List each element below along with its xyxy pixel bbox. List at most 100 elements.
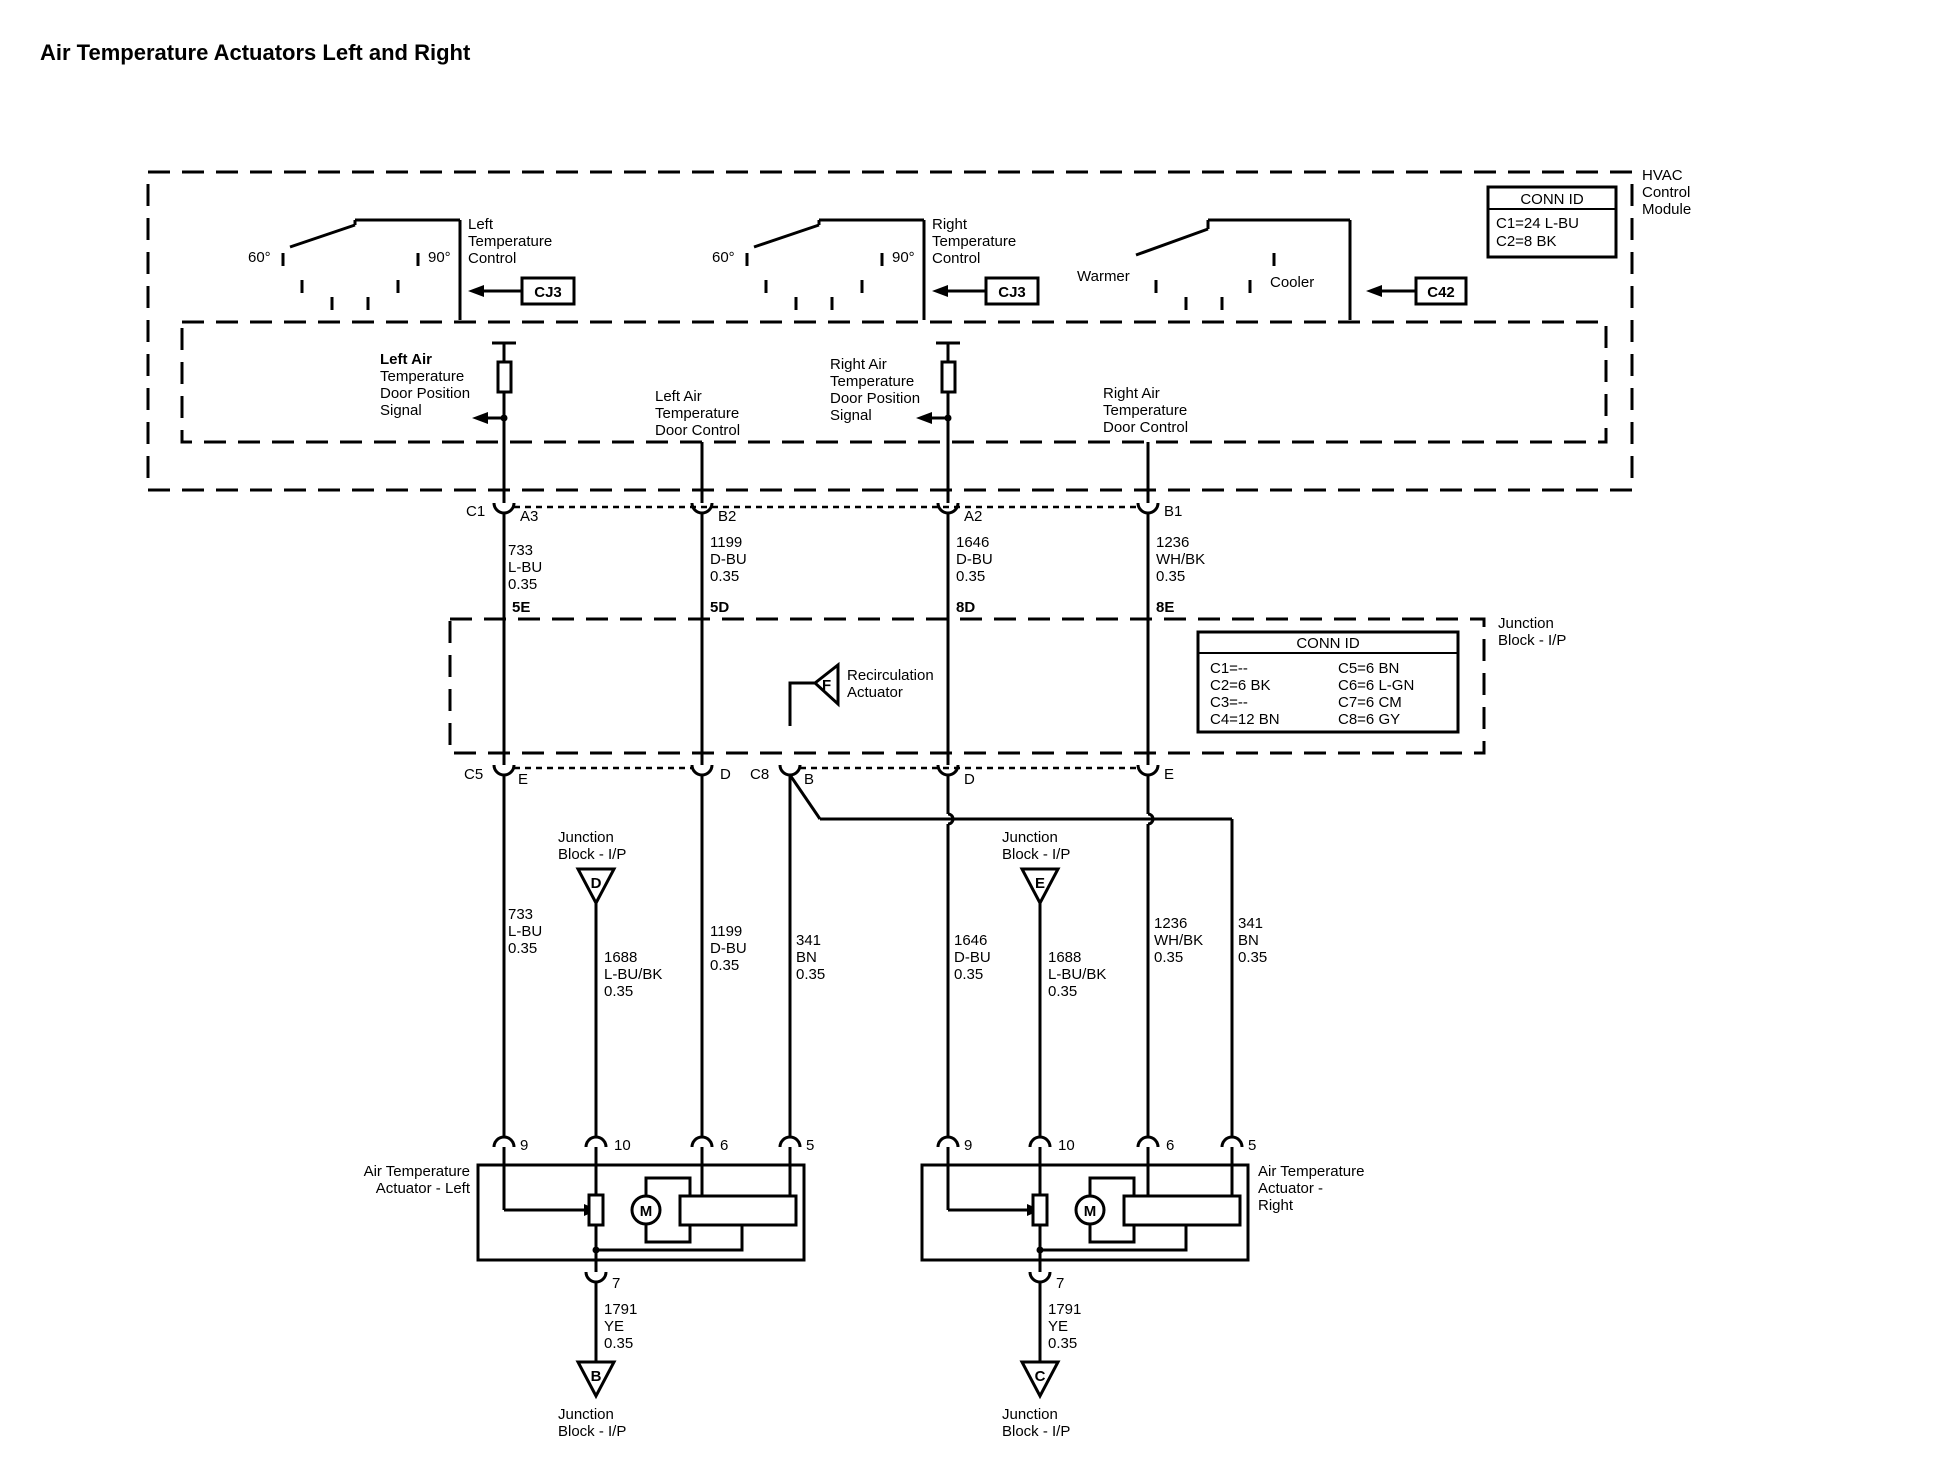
lw-1688-right-circuit: 1688 <box>1048 949 1081 966</box>
left-actuator-housing <box>476 1163 806 1262</box>
wire-1646-color: D-BU <box>956 551 993 568</box>
right-ground-circuit: 1791 <box>1048 1301 1081 1318</box>
ref-d-label-1: Junction <box>558 829 614 846</box>
hvac-conn-id-header: CONN ID <box>1520 191 1584 208</box>
connector-c1: C1 A3 B2 A2 B1 <box>466 502 1182 525</box>
lw-1236-color: WH/BK <box>1154 932 1203 949</box>
hvac-module-label-2: Control <box>1642 184 1690 201</box>
hvac-inner-circuit-outline <box>180 320 1608 444</box>
c1-pin-a2: A2 <box>964 508 982 525</box>
c1-pin-b2: B2 <box>718 508 736 525</box>
right-ground-color: YE <box>1048 1318 1068 1335</box>
left-door-control-label-2: Temperature <box>655 405 739 422</box>
right-ground-pin: 7 <box>1056 1275 1064 1292</box>
ref-b-label-1: Junction <box>558 1406 614 1423</box>
junction-block: Junction Block - I/P CONN ID C1=-- C2=6 … <box>448 615 1566 755</box>
left-position-sensor: Left Air Temperature Door Position Signa… <box>380 341 516 424</box>
lw-1646-circuit: 1646 <box>954 932 987 949</box>
left-motor-label: M <box>640 1203 653 1220</box>
right-position-resistor <box>1031 1193 1049 1227</box>
lw-341-left-circuit: 341 <box>796 932 821 949</box>
right-control-min: 60° <box>712 249 735 266</box>
jb-conn-id-right-4: C8=6 GY <box>1338 711 1400 728</box>
left-pin-10: 10 <box>614 1137 631 1154</box>
connector-c8-name: C8 <box>750 766 769 783</box>
right-actuator-label-2: Actuator - <box>1258 1180 1323 1197</box>
jb-conn-id-left-4: C4=12 BN <box>1210 711 1280 728</box>
c1-pin-b1: B1 <box>1164 503 1182 520</box>
right-motor-label: M <box>1084 1203 1097 1220</box>
right-position-signal-label-4: Signal <box>830 407 872 424</box>
right-ground-gauge: 0.35 <box>1048 1335 1077 1352</box>
wire-733-gauge: 0.35 <box>508 576 537 593</box>
lw-733-circuit: 733 <box>508 906 533 923</box>
junction-block-label-2: Block - I/P <box>1498 632 1566 649</box>
left-actuator-label-1: Air Temperature <box>364 1163 470 1180</box>
ref-e-label-1: Junction <box>1002 829 1058 846</box>
lw-1688-right-color: L-BU/BK <box>1048 966 1106 983</box>
jb-conn-id-right-3: C7=6 CM <box>1338 694 1402 711</box>
jb-pin-8d: 8D <box>956 599 975 616</box>
connector-c1-name: C1 <box>466 503 485 520</box>
left-control-label-2: Temperature <box>468 233 552 250</box>
left-position-signal-label-3: Door Position <box>380 385 470 402</box>
right-actuator-housing <box>920 1163 1250 1262</box>
right-position-sensor: Right Air Temperature Door Position Sign… <box>830 341 960 424</box>
lw-733-color: L-BU <box>508 923 542 940</box>
right-pin-6: 6 <box>1166 1137 1174 1154</box>
left-control-label-1: Left <box>468 216 494 233</box>
wire-1199-circuit: 1199 <box>710 534 742 551</box>
right-actuator-label-1: Air Temperature <box>1258 1163 1364 1180</box>
right-control-max: 90° <box>892 249 915 266</box>
jb-conn-id-right-2: C6=6 L-GN <box>1338 677 1414 694</box>
recirc-ref-letter: F <box>822 677 831 694</box>
left-control-module-box <box>678 1194 798 1227</box>
jb-conn-id-left-1: C1=-- <box>1210 660 1248 677</box>
jb-conn-id-left-3: C3=-- <box>1210 694 1248 711</box>
wire-1236-gauge: 0.35 <box>1156 568 1185 585</box>
right-actuator-label-3: Right <box>1258 1197 1294 1214</box>
mode-cooler-label: Cooler <box>1270 274 1314 291</box>
wire-1646-gauge: 0.35 <box>956 568 985 585</box>
left-pin-5: 5 <box>806 1137 814 1154</box>
wire-1236-circuit: 1236 <box>1156 534 1189 551</box>
connector-c5-c8: C5 E D C8 B D E <box>464 764 1174 788</box>
ref-e-label-2: Block - I/P <box>1002 846 1070 863</box>
left-position-signal-label-4: Signal <box>380 402 422 419</box>
lw-341-right-circuit: 341 <box>1238 915 1263 932</box>
left-door-control-label-1: Left Air <box>655 388 702 405</box>
junction-block-label-1: Junction <box>1498 615 1554 632</box>
jb-conn-id-header: CONN ID <box>1296 635 1360 652</box>
left-ground-pin: 7 <box>612 1275 620 1292</box>
connector-c5-name: C5 <box>464 766 483 783</box>
recirc-label-2: Actuator <box>847 684 903 701</box>
right-door-control-label-1: Right Air <box>1103 385 1160 402</box>
lw-1688-left-circuit: 1688 <box>604 949 637 966</box>
jb-pin-5d: 5D <box>710 599 729 616</box>
recirc-label-1: Recirculation <box>847 667 934 684</box>
right-position-signal-label-1: Right Air <box>830 356 887 373</box>
left-actuator-label-2: Actuator - Left <box>376 1180 471 1197</box>
hvac-module-label-3: Module <box>1642 201 1691 218</box>
left-pin-9: 9 <box>520 1137 528 1154</box>
junction-conn-id-box: CONN ID C1=-- C2=6 BK C3=-- C4=12 BN C5=… <box>1196 630 1460 734</box>
right-pin-9: 9 <box>964 1137 972 1154</box>
right-control-label-2: Temperature <box>932 233 1016 250</box>
ref-d-label-2: Block - I/P <box>558 846 626 863</box>
ref-d-letter: D <box>591 875 602 892</box>
lw-1199-gauge: 0.35 <box>710 957 739 974</box>
c8-pin-b: B <box>804 771 814 788</box>
hvac-module-label-1: HVAC <box>1642 167 1683 184</box>
wire-733-circuit: 733 <box>508 542 533 559</box>
mode-warmer-label: Warmer <box>1077 268 1130 285</box>
c1-pin-a3: A3 <box>520 508 538 525</box>
left-temperature-control-switch: 60° 90° Left Temperature Control CJ3 <box>248 216 576 320</box>
hvac-conn-id-box: CONN ID C1=24 L-BU C2=8 BK <box>1486 185 1618 259</box>
reference-c: C Junction Block - I/P <box>1002 1360 1070 1440</box>
jb-pin-5e: 5E <box>512 599 530 616</box>
left-control-max: 90° <box>428 249 451 266</box>
lw-733-gauge: 0.35 <box>508 940 537 957</box>
left-pin-6: 6 <box>720 1137 728 1154</box>
c8-pin-d: D <box>964 771 975 788</box>
